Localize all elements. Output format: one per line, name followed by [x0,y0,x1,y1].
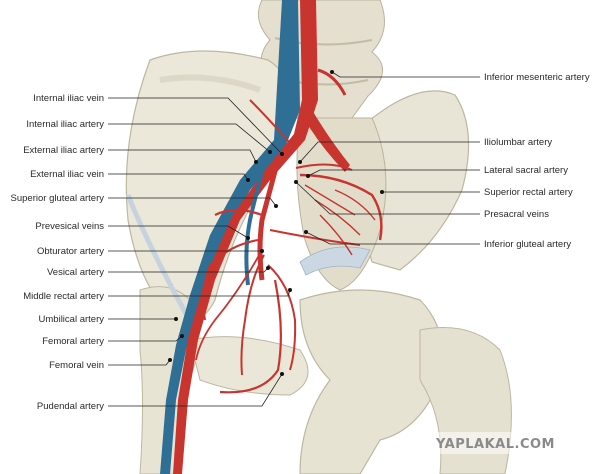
vessels [160,0,383,474]
labels-right: Inferior mesenteric artery Iliolumbar ar… [484,72,590,250]
watermark-background [428,432,578,454]
sacrospinous-ligament [299,246,371,276]
label-superior-gluteal-artery: Superior gluteal artery [11,193,105,204]
label-obturator-artery: Obturator artery [37,246,104,257]
left-pubic-ramus [189,336,309,396]
presacral-veins-vessel [304,184,376,256]
inguinal-ligament [125,194,198,332]
left-ilium [125,50,293,322]
right-common-iliac-artery [306,110,350,172]
superior-rectal-artery-vessel [299,173,383,241]
label-internal-iliac-vein: Internal iliac vein [33,93,104,104]
umbilical-artery-vessel [195,249,263,361]
label-superior-rectal-artery: Superior rectal artery [484,187,573,198]
label-external-iliac-vein: External iliac vein [30,169,104,180]
superior-gluteal-artery-vessel [214,208,263,217]
label-femoral-vein: Femoral vein [49,360,104,371]
vesical-artery-vessel [240,254,265,376]
internal-iliac-vein-vessel [244,149,270,286]
middle-rectal-artery-vessel [267,264,297,371]
label-iliolumbar-artery: Iliolumbar artery [484,137,552,148]
label-inferior-gluteal-artery: Inferior gluteal artery [484,239,571,250]
leader-lines [108,70,480,407]
label-prevesical-veins: Prevesical veins [35,221,104,232]
label-lateral-sacral-artery: Lateral sacral artery [484,165,568,176]
lateral-sacral-artery-vessel [295,163,353,171]
pudendal-artery-vessel [219,279,282,394]
label-femoral-artery: Femoral artery [42,336,104,347]
obturator-artery-vessel [202,239,259,321]
watermark: YAPLAKAL.COM [435,437,555,452]
sacrum [296,117,387,291]
pelvis-bones [125,0,512,474]
labels-left: Internal iliac vein Internal iliac arter… [11,93,105,412]
label-inferior-mesenteric-artery: Inferior mesenteric artery [484,72,590,83]
label-umbilical-artery: Umbilical artery [39,314,105,325]
label-internal-iliac-artery: Internal iliac artery [26,119,104,130]
label-vesical-artery: Vesical artery [47,267,104,278]
iliolumbar-artery-vessel [249,99,297,151]
label-external-iliac-artery: External iliac artery [23,145,104,156]
label-pudendal-artery: Pudendal artery [37,401,104,412]
label-presacral-veins: Presacral veins [484,209,549,220]
aorta [173,0,318,474]
label-middle-rectal-artery: Middle rectal artery [23,291,104,302]
inferior-mesenteric-artery-vessel [317,68,347,96]
right-pubic-bone [299,289,443,474]
common-iliac-vein [160,0,300,474]
